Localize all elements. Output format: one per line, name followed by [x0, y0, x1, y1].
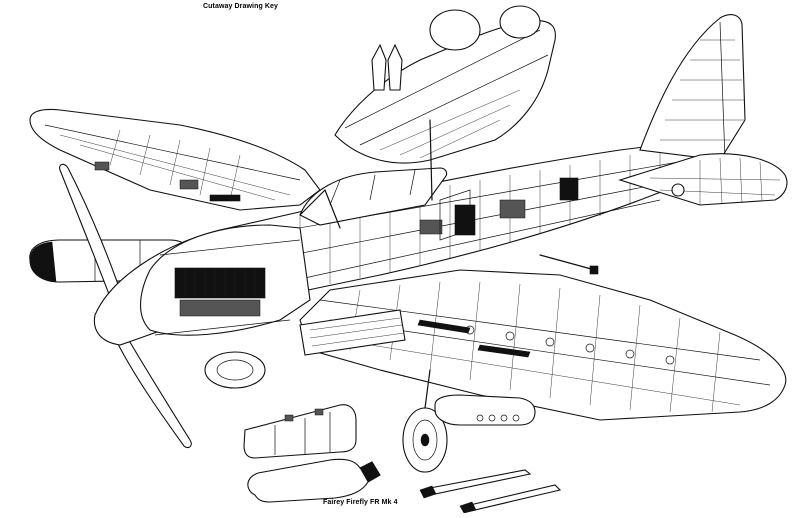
bomb-store [243, 404, 381, 503]
arrestor-hook [539, 254, 599, 275]
left-wing [29, 108, 321, 211]
folded-wing [334, 5, 556, 164]
drawing-title: Cutaway Drawing Key [203, 3, 279, 10]
aircraft-caption: Fairey Firefly FR Mk 4 [323, 499, 398, 506]
right-wing [299, 269, 787, 421]
cockpit-canopy [299, 119, 448, 229]
underwing-tank [434, 394, 536, 426]
main-wheel [204, 351, 448, 473]
engine [139, 224, 311, 336]
rocket-projectiles [419, 469, 562, 514]
tail-section [618, 14, 788, 206]
